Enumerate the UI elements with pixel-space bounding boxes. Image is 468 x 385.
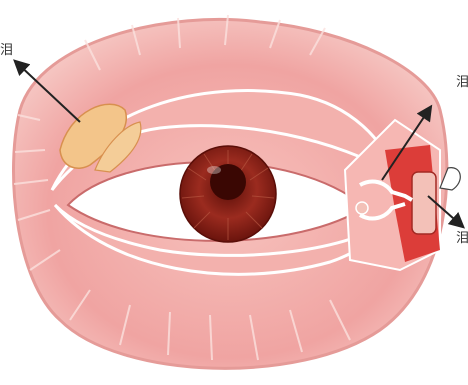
label-left: 泪 bbox=[0, 44, 13, 57]
label-right-top: 泪 bbox=[456, 76, 468, 89]
iris-highlight bbox=[207, 166, 221, 174]
label-right-bottom: 泪 bbox=[456, 232, 468, 245]
